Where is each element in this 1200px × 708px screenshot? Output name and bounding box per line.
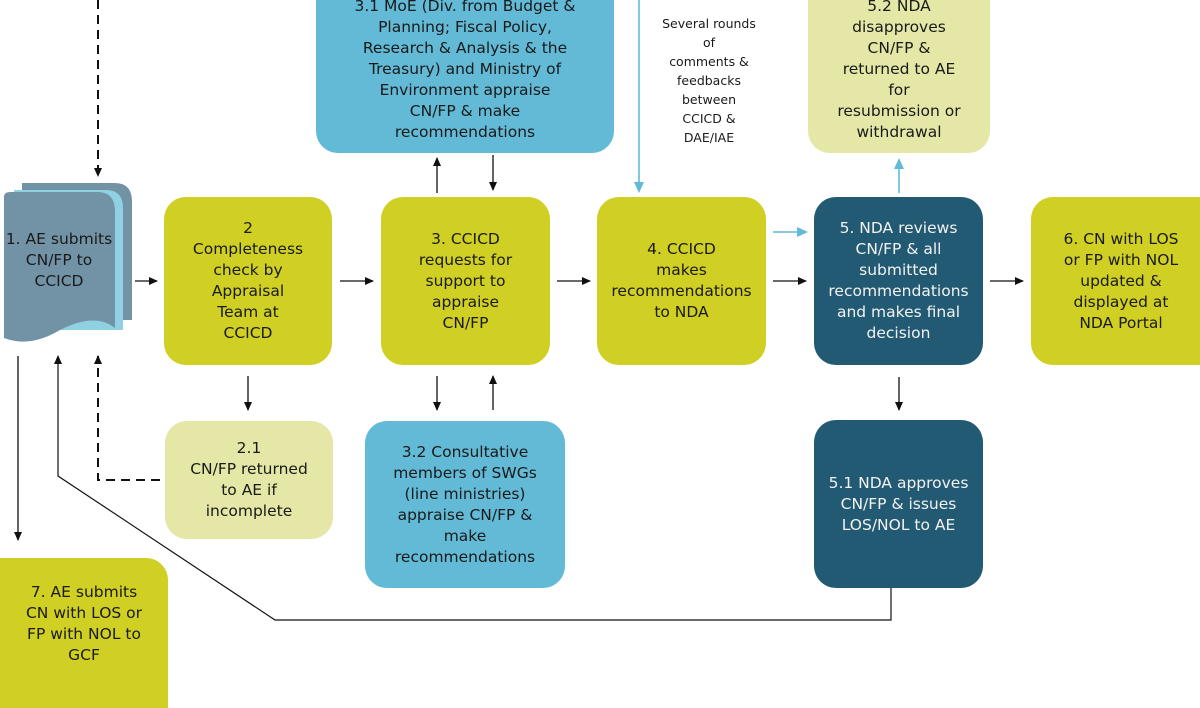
- dashed-return-step2-1-to-step1: [94, 355, 160, 481]
- step2-node: 2 Completeness check by Appraisal Team a…: [164, 197, 332, 365]
- step4-label: 4. CCICD makes recommendations to NDA: [611, 240, 752, 321]
- step1-label: 1. AE submits CN/FP to CCICD: [5, 229, 113, 290]
- step3-node: 3. CCICD requests for support to apprais…: [381, 197, 550, 365]
- step7-node: 7. AE submits CN with LOS or FP with NOL…: [0, 558, 168, 708]
- return-step5-1-to-step1: [54, 355, 892, 621]
- step2-1-node: 2.1 CN/FP returned to AE if incomplete: [165, 421, 333, 539]
- step1-document-icon: [4, 183, 132, 342]
- step5-node: 5. NDA reviews CN/FP & all submitted rec…: [814, 197, 983, 365]
- step7-label: 7. AE submits CN with LOS or FP with NOL…: [25, 583, 143, 664]
- step2-label: 2 Completeness check by Appraisal Team a…: [192, 219, 304, 342]
- step3-2-label: 3.2 Consultative members of SWGs (line m…: [393, 442, 537, 566]
- feedback-annotation: Several rounds of comments & feedbacks b…: [662, 16, 756, 145]
- step3-label: 3. CCICD requests for support to apprais…: [418, 229, 513, 332]
- step6-node: 6. CN with LOS or FP with NOL updated & …: [1031, 197, 1200, 365]
- step5-2-node: 5.2 NDA disapproves CN/FP & returned to …: [808, 0, 990, 153]
- step4-node: 4. CCICD makes recommendations to NDA: [597, 197, 766, 365]
- step6-label: 6. CN with LOS or FP with NOL updated & …: [1063, 229, 1179, 332]
- step5-1-node: 5.1 NDA approves CN/FP & issues LOS/NOL …: [814, 420, 983, 588]
- step5-label: 5. NDA reviews CN/FP & all submitted rec…: [828, 219, 969, 342]
- connector-layer: [14, 0, 1024, 621]
- step3-2-node: 3.2 Consultative members of SWGs (line m…: [365, 421, 565, 588]
- step1-node: 1. AE submits CN/FP to CCICD: [0, 195, 118, 325]
- step3-1-label: 3.1 MoE (Div. from Budget & Planning; Fi…: [354, 0, 576, 141]
- step5-2-label: 5.2 NDA disapproves CN/FP & returned to …: [837, 0, 961, 141]
- step3-1-node: 3.1 MoE (Div. from Budget & Planning; Fi…: [316, 0, 614, 153]
- step5-1-label: 5.1 NDA approves CN/FP & issues LOS/NOL …: [828, 473, 969, 534]
- step2-1-label: 2.1 CN/FP returned to AE if incomplete: [190, 439, 308, 520]
